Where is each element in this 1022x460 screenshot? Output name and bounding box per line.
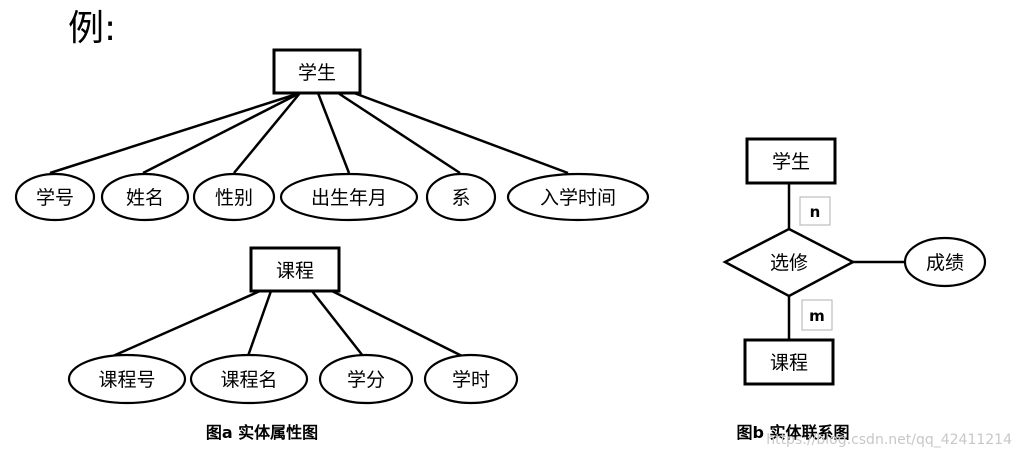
attr-gender-label: 性别 [215, 187, 253, 209]
attr-hours-label: 学时 [452, 369, 490, 391]
attr-name [100, 172, 190, 222]
student-attribute-diagram: 学生 学号 姓名 性别 出生年月 系 入学时间 [14, 48, 650, 222]
connector-student-gender [233, 92, 301, 174]
course-attribute-diagram: 课程 课程号 课程名 学分 学时 [67, 246, 519, 405]
entity-student-label: 学生 [298, 62, 336, 84]
attr-student-id [14, 172, 96, 222]
cardinality-m-box [801, 299, 833, 331]
attr-gender [192, 172, 276, 222]
connector-student-dept [337, 91, 461, 175]
attr-student-id-label: 学号 [36, 187, 74, 209]
entity-course [249, 246, 341, 293]
entity-course-b [743, 338, 835, 386]
student-connectors [49, 91, 569, 175]
caption-figure-a: 图a 实体属性图 [206, 423, 318, 442]
attr-name-label: 姓名 [126, 187, 164, 209]
attr-enroll-time-label: 入学时间 [540, 187, 616, 209]
connector-student-name [142, 91, 301, 175]
relationship-enrolls [722, 227, 856, 298]
entity-student [272, 48, 362, 95]
attr-course-id [67, 353, 187, 405]
attr-credit-label: 学分 [347, 369, 385, 391]
attr-course-name-label: 课程名 [220, 369, 277, 391]
connector-course-course-id [112, 289, 261, 358]
relationship-enrolls-label: 选修 [770, 252, 808, 274]
attr-credit [318, 353, 414, 405]
connector-student-enroll [353, 91, 569, 175]
attr-grade [903, 236, 987, 288]
connector-student-student-id [49, 91, 301, 175]
cardinality-m: m [809, 307, 825, 325]
connector-student-birth [316, 92, 351, 174]
relationship-diagram: 学生 n 选修 成绩 m 课程 [722, 137, 987, 386]
cardinality-n: n [810, 203, 821, 221]
attr-birth-month [279, 172, 419, 222]
entity-course-b-label: 课程 [770, 352, 808, 374]
entity-course-label: 课程 [276, 260, 314, 282]
connector-course-course-name [246, 290, 273, 357]
attr-birth-month-label: 出生年月 [311, 187, 387, 209]
heading: 例: [68, 8, 116, 49]
cardinality-n-box [799, 196, 831, 226]
connector-course-hours [331, 289, 463, 358]
attr-course-name [189, 353, 309, 405]
course-connectors [112, 289, 463, 358]
attr-department [425, 172, 497, 222]
attr-course-id-label: 课程号 [98, 369, 155, 391]
attr-grade-label: 成绩 [926, 252, 964, 274]
attr-enroll-time [506, 172, 650, 222]
connector-course-credit [311, 290, 364, 357]
attr-hours [423, 353, 519, 405]
caption-figure-b: 图b 实体联系图 [736, 423, 849, 442]
entity-student-b-label: 学生 [772, 151, 810, 173]
attr-department-label: 系 [451, 187, 470, 209]
watermark-text: https://blog.csdn.net/qq_42411214 [766, 432, 1012, 448]
entity-student-b [745, 137, 837, 185]
